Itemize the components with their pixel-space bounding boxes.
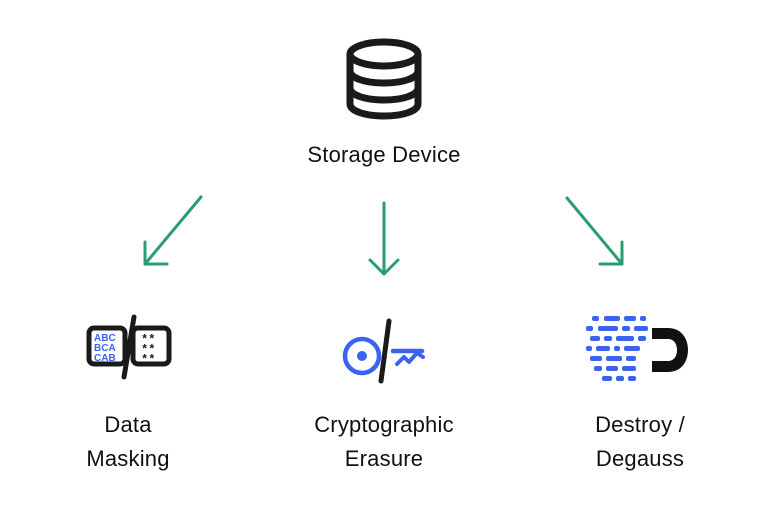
data-masking-node: ABC BCA CAB ** ** ** Data Masking bbox=[0, 300, 256, 490]
magnet-degauss-icon bbox=[586, 316, 688, 381]
destroy-degauss-label: Destroy / Degauss bbox=[540, 408, 740, 476]
magnet-shape bbox=[652, 328, 688, 372]
storage-device-node: Storage Device bbox=[0, 0, 768, 180]
masking-row-2: BCA bbox=[94, 343, 116, 354]
arrow-to-destroy-degauss bbox=[565, 196, 624, 266]
arrow-to-data-masking bbox=[143, 195, 203, 266]
arrow-to-cryptographic-erasure bbox=[368, 201, 400, 276]
masking-row-3: CAB bbox=[94, 353, 116, 364]
data-masking-label: Data Masking bbox=[28, 408, 228, 476]
destroy-degauss-label-line2: Degauss bbox=[595, 446, 685, 471]
cryptographic-erasure-label-line1: Cryptographic bbox=[314, 412, 454, 437]
data-masking-label-line1: Data bbox=[104, 412, 152, 437]
data-masking-label-line2: Masking bbox=[86, 446, 170, 471]
storage-device-label: Storage Device bbox=[307, 142, 461, 167]
masked-row-1: ** bbox=[141, 333, 155, 347]
cryptographic-erasure-label-line2: Erasure bbox=[344, 446, 424, 471]
destroy-degauss-node: Destroy / Degauss bbox=[512, 300, 768, 490]
destroy-degauss-label-line1: Destroy / bbox=[595, 412, 685, 437]
data-masking-icon: ABC BCA CAB ** ** ** bbox=[86, 314, 172, 380]
masking-row-1: ABC bbox=[94, 333, 116, 344]
cryptographic-erasure-node: Cryptographic Erasure bbox=[256, 300, 512, 490]
key-erasure-icon bbox=[342, 318, 425, 384]
database-icon bbox=[346, 38, 422, 120]
cryptographic-erasure-label: Cryptographic Erasure bbox=[256, 408, 512, 476]
masked-row-3: ** bbox=[141, 353, 155, 367]
masked-row-2: ** bbox=[141, 343, 155, 357]
